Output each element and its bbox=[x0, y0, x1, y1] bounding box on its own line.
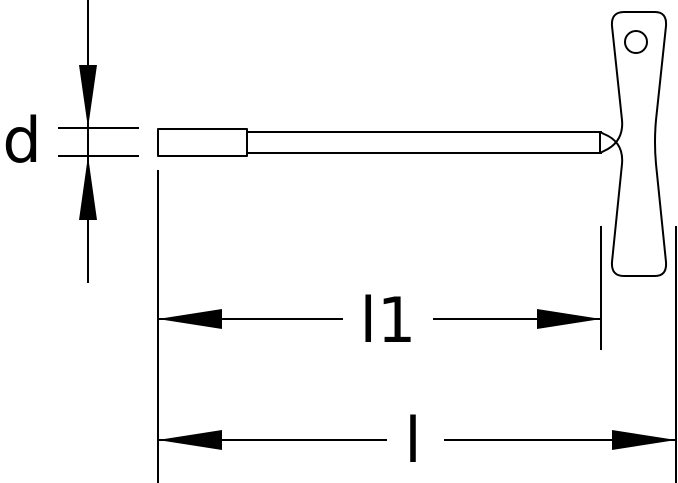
total-length-label: l bbox=[404, 404, 421, 477]
total-length-arrow-right bbox=[612, 430, 676, 450]
shaft-length-arrow-right bbox=[537, 309, 601, 329]
tool-shaft bbox=[247, 131, 602, 154]
handle-hole bbox=[624, 30, 648, 54]
total-length-dimension: l bbox=[158, 226, 677, 483]
total-length-arrow-left bbox=[158, 430, 222, 450]
diameter-arrow-top bbox=[79, 65, 97, 128]
shaft-length-arrow-left bbox=[158, 309, 222, 329]
shaft-length-dimension: l1 bbox=[157, 170, 602, 483]
tool-tip bbox=[157, 128, 248, 157]
shaft-length-label: l1 bbox=[360, 284, 417, 357]
t-handle-tool bbox=[157, 11, 668, 277]
t-handle-grip bbox=[599, 11, 668, 277]
diameter-label: d bbox=[2, 104, 41, 177]
diameter-arrow-bottom bbox=[79, 156, 97, 220]
diameter-dimension: d bbox=[2, 0, 139, 283]
